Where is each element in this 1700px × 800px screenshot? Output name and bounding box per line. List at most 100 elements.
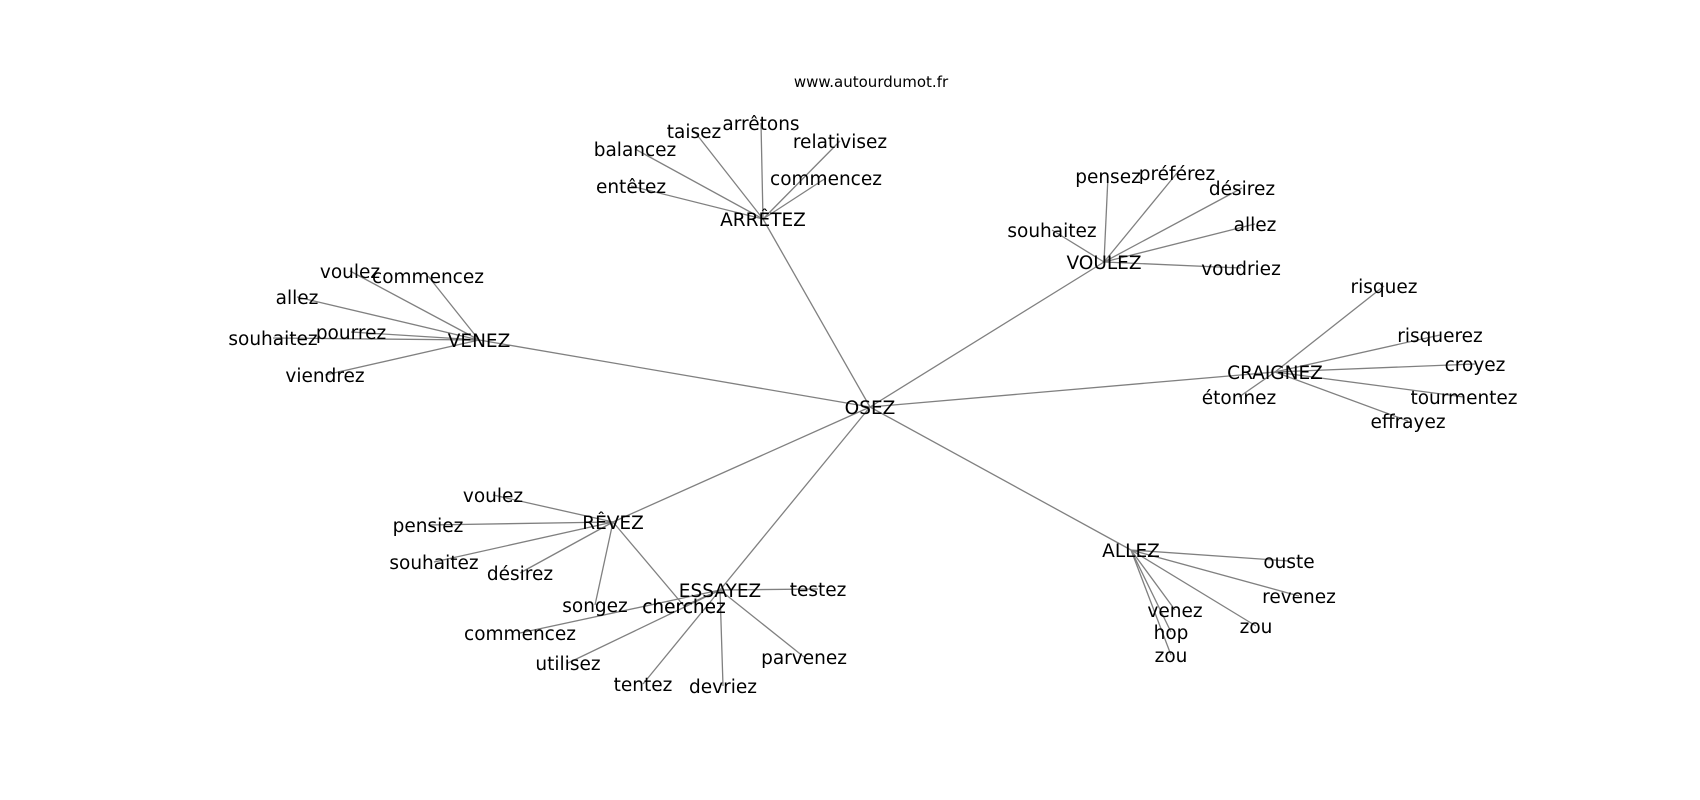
leaf-node[interactable]: entêtez bbox=[596, 177, 666, 198]
leaf-node[interactable]: voulez bbox=[320, 262, 380, 283]
leaf-node[interactable]: songez bbox=[562, 596, 628, 617]
leaf-node[interactable]: testez bbox=[790, 580, 847, 601]
edge-hub-leaf bbox=[1103, 175, 1109, 263]
edge-center-hub bbox=[719, 406, 871, 591]
leaf-node[interactable]: revenez bbox=[1262, 587, 1336, 608]
edge-hub-leaf bbox=[1274, 371, 1465, 398]
leaf-node[interactable]: voulez bbox=[463, 486, 523, 507]
edge-hub-leaf bbox=[433, 521, 614, 563]
leaf-node[interactable]: allez bbox=[1234, 215, 1277, 236]
edge-hub-leaf bbox=[1274, 363, 1476, 373]
edge-hub-leaf bbox=[1130, 549, 1172, 656]
edge-center-hub bbox=[478, 339, 871, 408]
leaf-node[interactable]: effrayez bbox=[1370, 412, 1445, 433]
leaf-node[interactable]: hop bbox=[1154, 623, 1189, 644]
edge-hub-leaf bbox=[634, 148, 764, 220]
hub-node[interactable]: ALLEZ bbox=[1102, 541, 1160, 562]
edge-center-hub bbox=[869, 261, 1105, 408]
leaf-node[interactable]: arrêtons bbox=[722, 114, 799, 135]
leaf-node[interactable]: ouste bbox=[1263, 552, 1314, 573]
leaf-node[interactable]: voudriez bbox=[1201, 259, 1281, 280]
source-url: www.autourdumot.fr bbox=[794, 73, 949, 91]
leaf-node[interactable]: souhaitez bbox=[389, 553, 478, 574]
leaf-node[interactable]: pourrez bbox=[316, 323, 386, 344]
edge-hub-leaf bbox=[1130, 549, 1300, 597]
edge-hub-leaf bbox=[762, 177, 827, 220]
edge-hub-leaf bbox=[612, 521, 685, 607]
leaf-node[interactable]: venez bbox=[1147, 601, 1202, 622]
hub-node[interactable]: ARRÊTEZ bbox=[720, 209, 806, 231]
leaf-node[interactable]: tentez bbox=[614, 675, 673, 696]
edge-hub-leaf bbox=[1274, 334, 1441, 373]
hub-node[interactable]: CRAIGNEZ bbox=[1227, 363, 1323, 384]
leaf-node[interactable]: relativisez bbox=[793, 132, 887, 153]
leaf-node[interactable]: préférez bbox=[1139, 164, 1216, 185]
edge-hub-leaf bbox=[427, 275, 480, 341]
leaf-node[interactable]: devriez bbox=[689, 677, 757, 698]
leaf-node[interactable]: zou bbox=[1240, 617, 1273, 638]
leaf-node[interactable]: cherchez bbox=[642, 597, 725, 618]
edge-hub-leaf bbox=[567, 589, 721, 664]
leaf-node[interactable]: étonnez bbox=[1202, 388, 1277, 409]
edges-layer bbox=[272, 122, 1476, 687]
edge-hub-leaf bbox=[272, 337, 480, 341]
leaf-node[interactable]: pensez bbox=[1075, 167, 1141, 188]
edge-hub-leaf bbox=[630, 185, 764, 220]
edge-hub-leaf bbox=[1103, 261, 1242, 269]
edge-center-hub bbox=[869, 406, 1132, 551]
edge-hub-leaf bbox=[1103, 172, 1178, 263]
edge-hub-leaf bbox=[594, 521, 614, 606]
edge-hub-leaf bbox=[762, 140, 841, 220]
edge-hub-leaf bbox=[1130, 549, 1290, 562]
edge-hub-leaf bbox=[350, 331, 480, 341]
leaf-node[interactable]: commencez bbox=[372, 267, 484, 288]
center-node[interactable]: OSEZ bbox=[845, 398, 896, 419]
edge-hub-leaf bbox=[1103, 223, 1256, 263]
leaf-node[interactable]: viendrez bbox=[285, 366, 364, 387]
leaf-node[interactable]: parvenez bbox=[761, 648, 847, 669]
edge-hub-leaf bbox=[1274, 285, 1385, 373]
edge-center-hub bbox=[762, 218, 871, 408]
edge-hub-leaf bbox=[693, 130, 764, 220]
edge-hub-leaf bbox=[324, 339, 480, 376]
leaf-node[interactable]: souhaitez bbox=[228, 329, 317, 350]
edge-hub-leaf bbox=[760, 122, 764, 220]
leaf-node[interactable]: tourmentez bbox=[1410, 388, 1517, 409]
edge-hub-leaf bbox=[719, 589, 724, 687]
edge-center-hub bbox=[869, 371, 1276, 408]
leaf-node[interactable]: désirez bbox=[487, 564, 553, 585]
edge-hub-leaf bbox=[719, 588, 819, 591]
leaf-node[interactable]: souhaitez bbox=[1007, 221, 1096, 242]
leaf-node[interactable]: croyez bbox=[1445, 355, 1506, 376]
edge-hub-leaf bbox=[1103, 187, 1243, 263]
edge-hub-leaf bbox=[427, 521, 614, 526]
leaf-node[interactable]: pensiez bbox=[393, 516, 464, 537]
edge-hub-leaf bbox=[642, 589, 721, 685]
hub-node[interactable]: ESSAYEZ bbox=[679, 581, 761, 602]
edge-hub-leaf bbox=[1130, 549, 1257, 627]
leaf-node[interactable]: balancez bbox=[594, 140, 677, 161]
leaf-node[interactable]: risquez bbox=[1351, 277, 1418, 298]
edge-hub-leaf bbox=[519, 521, 614, 574]
leaf-node[interactable]: utilisez bbox=[535, 654, 600, 675]
leaf-node[interactable]: risquerez bbox=[1397, 326, 1483, 347]
leaf-node[interactable]: taisez bbox=[667, 122, 721, 143]
hub-node[interactable]: VENEZ bbox=[448, 331, 511, 352]
hub-node[interactable]: RÊVEZ bbox=[582, 512, 644, 534]
hub-node[interactable]: VOULEZ bbox=[1066, 253, 1141, 274]
edge-hub-leaf bbox=[296, 296, 480, 341]
leaf-node[interactable]: commencez bbox=[770, 169, 882, 190]
leaf-node[interactable]: allez bbox=[276, 288, 319, 309]
edge-hub-leaf bbox=[1274, 371, 1409, 422]
leaf-node[interactable]: cherchez bbox=[642, 597, 725, 618]
edge-hub-leaf bbox=[1130, 549, 1172, 633]
leaf-node[interactable]: désirez bbox=[1209, 179, 1275, 200]
edge-center-hub bbox=[612, 406, 871, 523]
leaf-node[interactable]: zou bbox=[1155, 646, 1188, 667]
edge-hub-leaf bbox=[1238, 371, 1276, 398]
edge-hub-leaf bbox=[1130, 549, 1176, 611]
edge-hub-leaf bbox=[719, 589, 805, 658]
leaf-node[interactable]: commencez bbox=[464, 624, 576, 645]
